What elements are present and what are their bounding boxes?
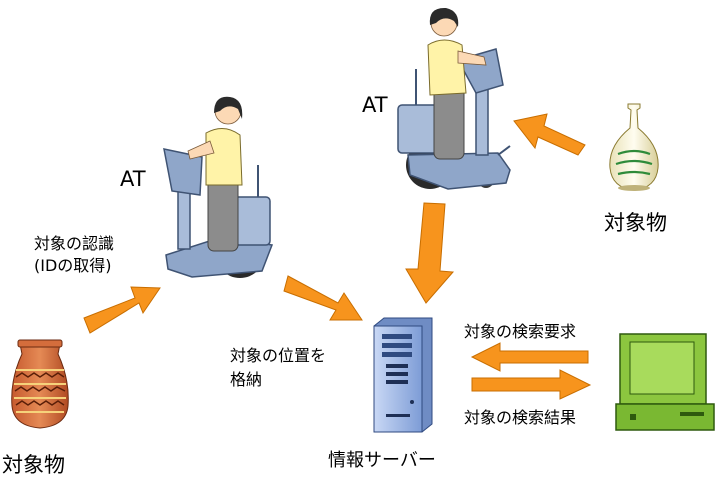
arrow-store-position xyxy=(284,276,362,320)
recognize-label-line1: 対象の認識 xyxy=(34,234,114,254)
personal-vehicle-icon xyxy=(398,8,510,189)
arrow-search-request xyxy=(472,343,588,371)
pot-icon xyxy=(12,340,69,428)
search-result-label: 対象の検索結果 xyxy=(464,408,576,428)
object-label-top-right: 対象物 xyxy=(604,210,667,236)
personal-vehicle-icon-left xyxy=(164,97,272,278)
arrow-vase-to-at xyxy=(514,114,585,155)
object-label-bottom-left: 対象物 xyxy=(2,452,65,478)
store-label-line1: 対象の位置を xyxy=(230,346,326,366)
server-icon xyxy=(374,318,432,432)
search-request-label: 対象の検索要求 xyxy=(464,322,576,342)
at-label-top: AT xyxy=(362,92,388,118)
server-label: 情報サーバー xyxy=(328,450,436,473)
vase-icon xyxy=(610,104,658,191)
at-label-left: AT xyxy=(120,166,146,192)
arrow-search-result xyxy=(472,370,590,399)
computer-icon xyxy=(616,334,714,430)
store-label-line2: 格納 xyxy=(230,370,262,390)
recognize-label-line2: (IDの取得) xyxy=(34,256,112,276)
arrow-recognize xyxy=(84,287,160,333)
arrow-top-to-server xyxy=(406,203,453,303)
